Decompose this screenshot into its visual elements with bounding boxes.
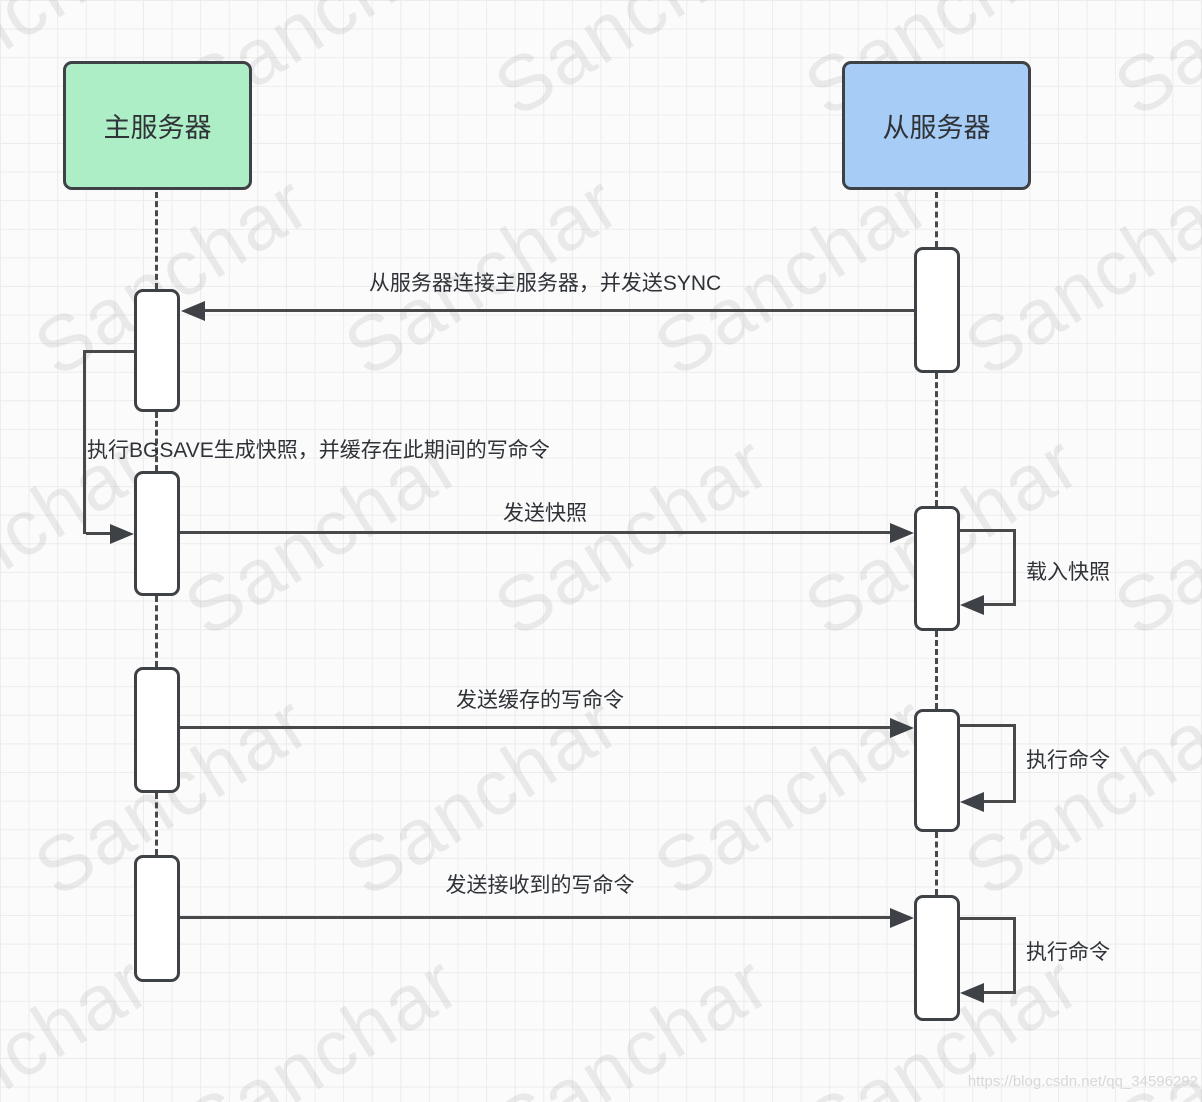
activation-master-4 (134, 855, 180, 982)
lifeline-master-segment-2 (155, 412, 158, 471)
lifeline-slave-segment-2 (935, 373, 938, 506)
watermark-text: Sanchar (479, 937, 785, 1102)
lifeline-master-segment-1 (155, 192, 158, 289)
message-6-label: 执行命令 (1026, 749, 1110, 772)
watermark-text: Sanchar (169, 937, 475, 1102)
activation-slave-4 (914, 895, 960, 1021)
message-6-loop-top (960, 724, 1016, 727)
watermark-text: Sanchar (949, 157, 1202, 394)
message-8-loop-side (1013, 917, 1016, 993)
message-7-label: 发送接收到的写命令 (445, 874, 635, 897)
actor-master-label: 主服务器 (103, 113, 212, 143)
message-4-loop-bottom (982, 603, 1016, 606)
actor-slave-box: 从服务器 (842, 61, 1031, 190)
watermark-text: Sanchar (1099, 0, 1202, 134)
lifeline-slave-segment-1 (935, 192, 938, 247)
message-4-loop-side (1013, 529, 1016, 605)
activation-slave-3 (914, 709, 960, 832)
message-2-loop-side (83, 350, 86, 534)
actor-slave-label: 从服务器 (882, 113, 991, 143)
message-4-loop-top (960, 529, 1016, 532)
message-2-label: 执行BGSAVE生成快照，并缓存在此期间的写命令 (87, 439, 550, 462)
activation-master-2 (134, 471, 180, 596)
lifeline-master-segment-4 (155, 793, 158, 855)
arrow-right-icon (110, 524, 134, 544)
watermark-text: Sanchar (949, 677, 1202, 914)
message-2-loop-top (83, 350, 134, 353)
activation-master-1 (134, 289, 180, 412)
message-2-loop-bottom (86, 532, 112, 535)
message-3-label: 发送快照 (503, 502, 587, 525)
message-3-line (180, 531, 892, 534)
message-6-loop-bottom (982, 800, 1016, 803)
arrow-left-icon (181, 301, 205, 321)
message-8-loop-bottom (982, 991, 1016, 994)
arrow-right-icon (890, 718, 914, 738)
message-8-loop-top (960, 917, 1016, 920)
message-4-label: 载入快照 (1026, 561, 1110, 584)
message-1-label: 从服务器连接主服务器，并发送SYNC (368, 272, 722, 295)
watermark-text: Sanchar (1099, 417, 1202, 654)
message-7-line (180, 916, 892, 919)
arrow-left-icon (960, 792, 984, 812)
message-1-line (203, 309, 914, 312)
lifeline-master-segment-3 (155, 596, 158, 667)
activation-slave-2 (914, 506, 960, 631)
message-8-label: 执行命令 (1026, 941, 1110, 964)
watermark-text: Sanchar (479, 0, 785, 134)
activation-slave-1 (914, 247, 960, 373)
activation-master-3 (134, 667, 180, 793)
arrow-right-icon (890, 908, 914, 928)
csdn-url-watermark: https://blog.csdn.net/qq_34596292 (967, 1073, 1198, 1090)
lifeline-slave-segment-4 (935, 832, 938, 895)
arrow-left-icon (960, 983, 984, 1003)
message-5-line (180, 726, 892, 729)
actor-master-box: 主服务器 (63, 61, 252, 190)
message-5-label: 发送缓存的写命令 (456, 689, 624, 712)
lifeline-slave-segment-3 (935, 631, 938, 709)
arrow-right-icon (890, 523, 914, 543)
message-6-loop-side (1013, 724, 1016, 802)
arrow-left-icon (960, 595, 984, 615)
